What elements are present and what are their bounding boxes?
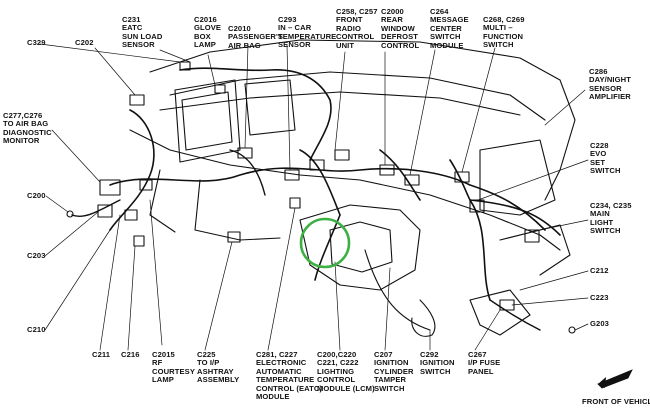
highlight-circle (299, 217, 351, 269)
label-c293: C293 IN – CAR TEMPERATURE SENSOR (278, 15, 337, 50)
label-g203: G203 (590, 319, 609, 328)
label-c2010: C2010 PASSENGER'S AIR BAG (228, 24, 284, 50)
label-c2015: C2015 RF COURTESY LAMP (152, 350, 195, 385)
label-c220: C200,C220 C221, C222 LIGHTING CONTROL MO… (317, 350, 375, 393)
label-c2016: C2016 GLOVE BOX LAMP (194, 15, 222, 50)
steering-column (299, 204, 421, 291)
label-c329: C329 (27, 38, 46, 47)
label-c2000: C2000 REAR WINDOW DEFROST CONTROL (381, 7, 420, 50)
label-c207: C207 IGNITION CYLINDER TAMPER SWITCH (374, 350, 414, 393)
label-c268: C268, C269 MULTI – FUNCTION SWITCH (483, 15, 525, 50)
connector-c202 (129, 94, 145, 106)
label-c216: C216 (121, 350, 140, 359)
label-c225: C225 TO I/P ASHTRAY ASSEMBLY (197, 350, 240, 385)
label-c202: C202 (75, 38, 94, 47)
front-of-vehicle-label: FRONT OF VEHICLE (582, 397, 650, 406)
glove-box (174, 79, 241, 163)
label-c267: C267 I/P FUSE PANEL (468, 350, 501, 376)
wire-harness (109, 167, 546, 231)
dash-inner-line (169, 71, 546, 121)
label-c292: C292 IGNITION SWITCH (420, 350, 455, 376)
label-c223: C223 (590, 293, 609, 302)
label-c258: C258, C257 FRONT RADIO CONTROL UNIT (336, 7, 378, 50)
label-c264: C264 MESSAGE CENTER SWITCH MODULE (430, 7, 469, 50)
label-c203: C203 (27, 251, 46, 260)
label-c211: C211 (92, 350, 111, 359)
label-c231: C231 EATC SUN LOAD SENSOR (122, 15, 163, 50)
label-c228: C228 EVO SET SWITCH (590, 141, 621, 176)
dash-top-edge (149, 39, 576, 201)
dash-lower-edge (129, 129, 561, 251)
label-c281: C281, C227 ELECTRONIC AUTOMATIC TEMPERAT… (256, 350, 323, 402)
label-c212: C212 (590, 266, 609, 275)
label-c200: C200 (27, 191, 46, 200)
front-of-vehicle-arrow-icon (597, 369, 633, 389)
label-c234: C234, C235 MAIN LIGHT SWITCH (590, 201, 632, 236)
label-c210: C210 (27, 325, 46, 334)
label-c277: C277,C276 TO AIR BAG DIAGNOSTIC MONITOR (3, 111, 52, 146)
label-c286: C286 DAY/NIGHT SENSOR AMPLIFIER (589, 67, 631, 102)
